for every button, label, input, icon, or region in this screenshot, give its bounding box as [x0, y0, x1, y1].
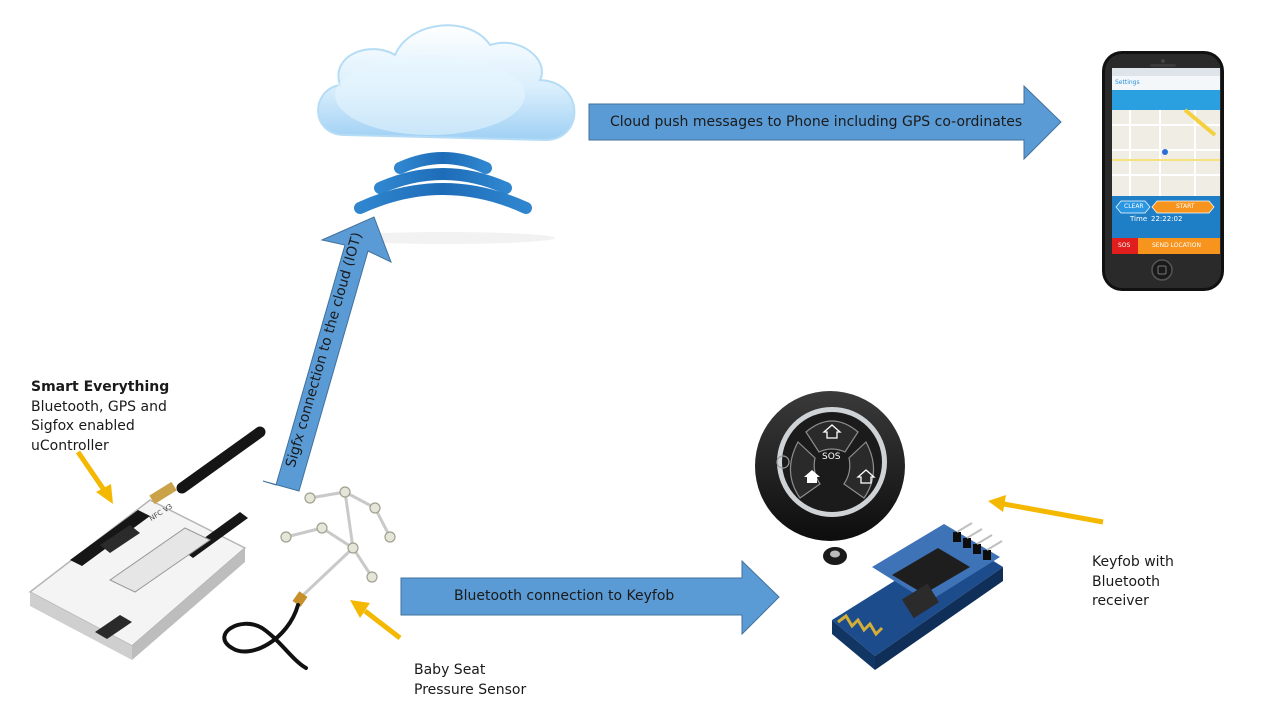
phone-clear-button: CLEAR — [1124, 203, 1144, 210]
cloud-to-phone-arrow — [588, 84, 1062, 161]
keyfob-label: Keyfob with Bluetooth receiver — [1092, 553, 1174, 612]
phone-start-button: START — [1176, 203, 1195, 210]
smartphone-image — [1102, 51, 1224, 291]
phone-sos-button: SOS — [1118, 242, 1131, 249]
controller-line: Sigfox enabled — [31, 418, 135, 434]
phone-send-location-button: SEND LOCATION — [1152, 242, 1201, 249]
sensor-line: Pressure Sensor — [414, 681, 527, 698]
keyfob-line: Keyfob with — [1092, 554, 1174, 570]
controller-board-image — [28, 426, 266, 660]
keyfob-line: Bluetooth — [1092, 573, 1160, 590]
keyfob-line: receiver — [1092, 593, 1149, 609]
wireless-signal-icon — [335, 152, 555, 244]
phone-time-label: Time — [1130, 215, 1148, 223]
phone-header-settings: Settings — [1115, 79, 1140, 86]
pointer-arrow-keyfob — [988, 495, 1104, 525]
controller-line: uController — [31, 437, 109, 454]
device-to-keyfob-label: Bluetooth connection to Keyfob — [454, 588, 675, 604]
controller-title: Smart Everything — [31, 379, 170, 395]
cloud-to-phone-label: Cloud push messages to Phone including G… — [610, 114, 1023, 130]
pointer-arrow-sensor — [350, 600, 402, 640]
sensor-line: Baby Seat — [414, 662, 486, 678]
device-to-cloud-arrow — [262, 216, 392, 492]
device-to-keyfob-arrow — [400, 559, 780, 636]
controller-line: Bluetooth, GPS and — [31, 398, 167, 415]
phone-time-value: 22:22:02 — [1151, 215, 1183, 223]
cloud-icon — [317, 24, 576, 142]
keyfob-image — [755, 391, 905, 565]
pointer-arrow-controller — [75, 450, 113, 504]
keyfob-sos-label: SOS — [822, 452, 841, 462]
sensor-label: Baby Seat Pressure Sensor — [414, 661, 526, 700]
controller-label: Smart Everything Bluetooth, GPS and Sigf… — [31, 378, 169, 456]
pressure-sensor-image — [222, 486, 396, 670]
bluetooth-module-image — [832, 522, 1003, 670]
